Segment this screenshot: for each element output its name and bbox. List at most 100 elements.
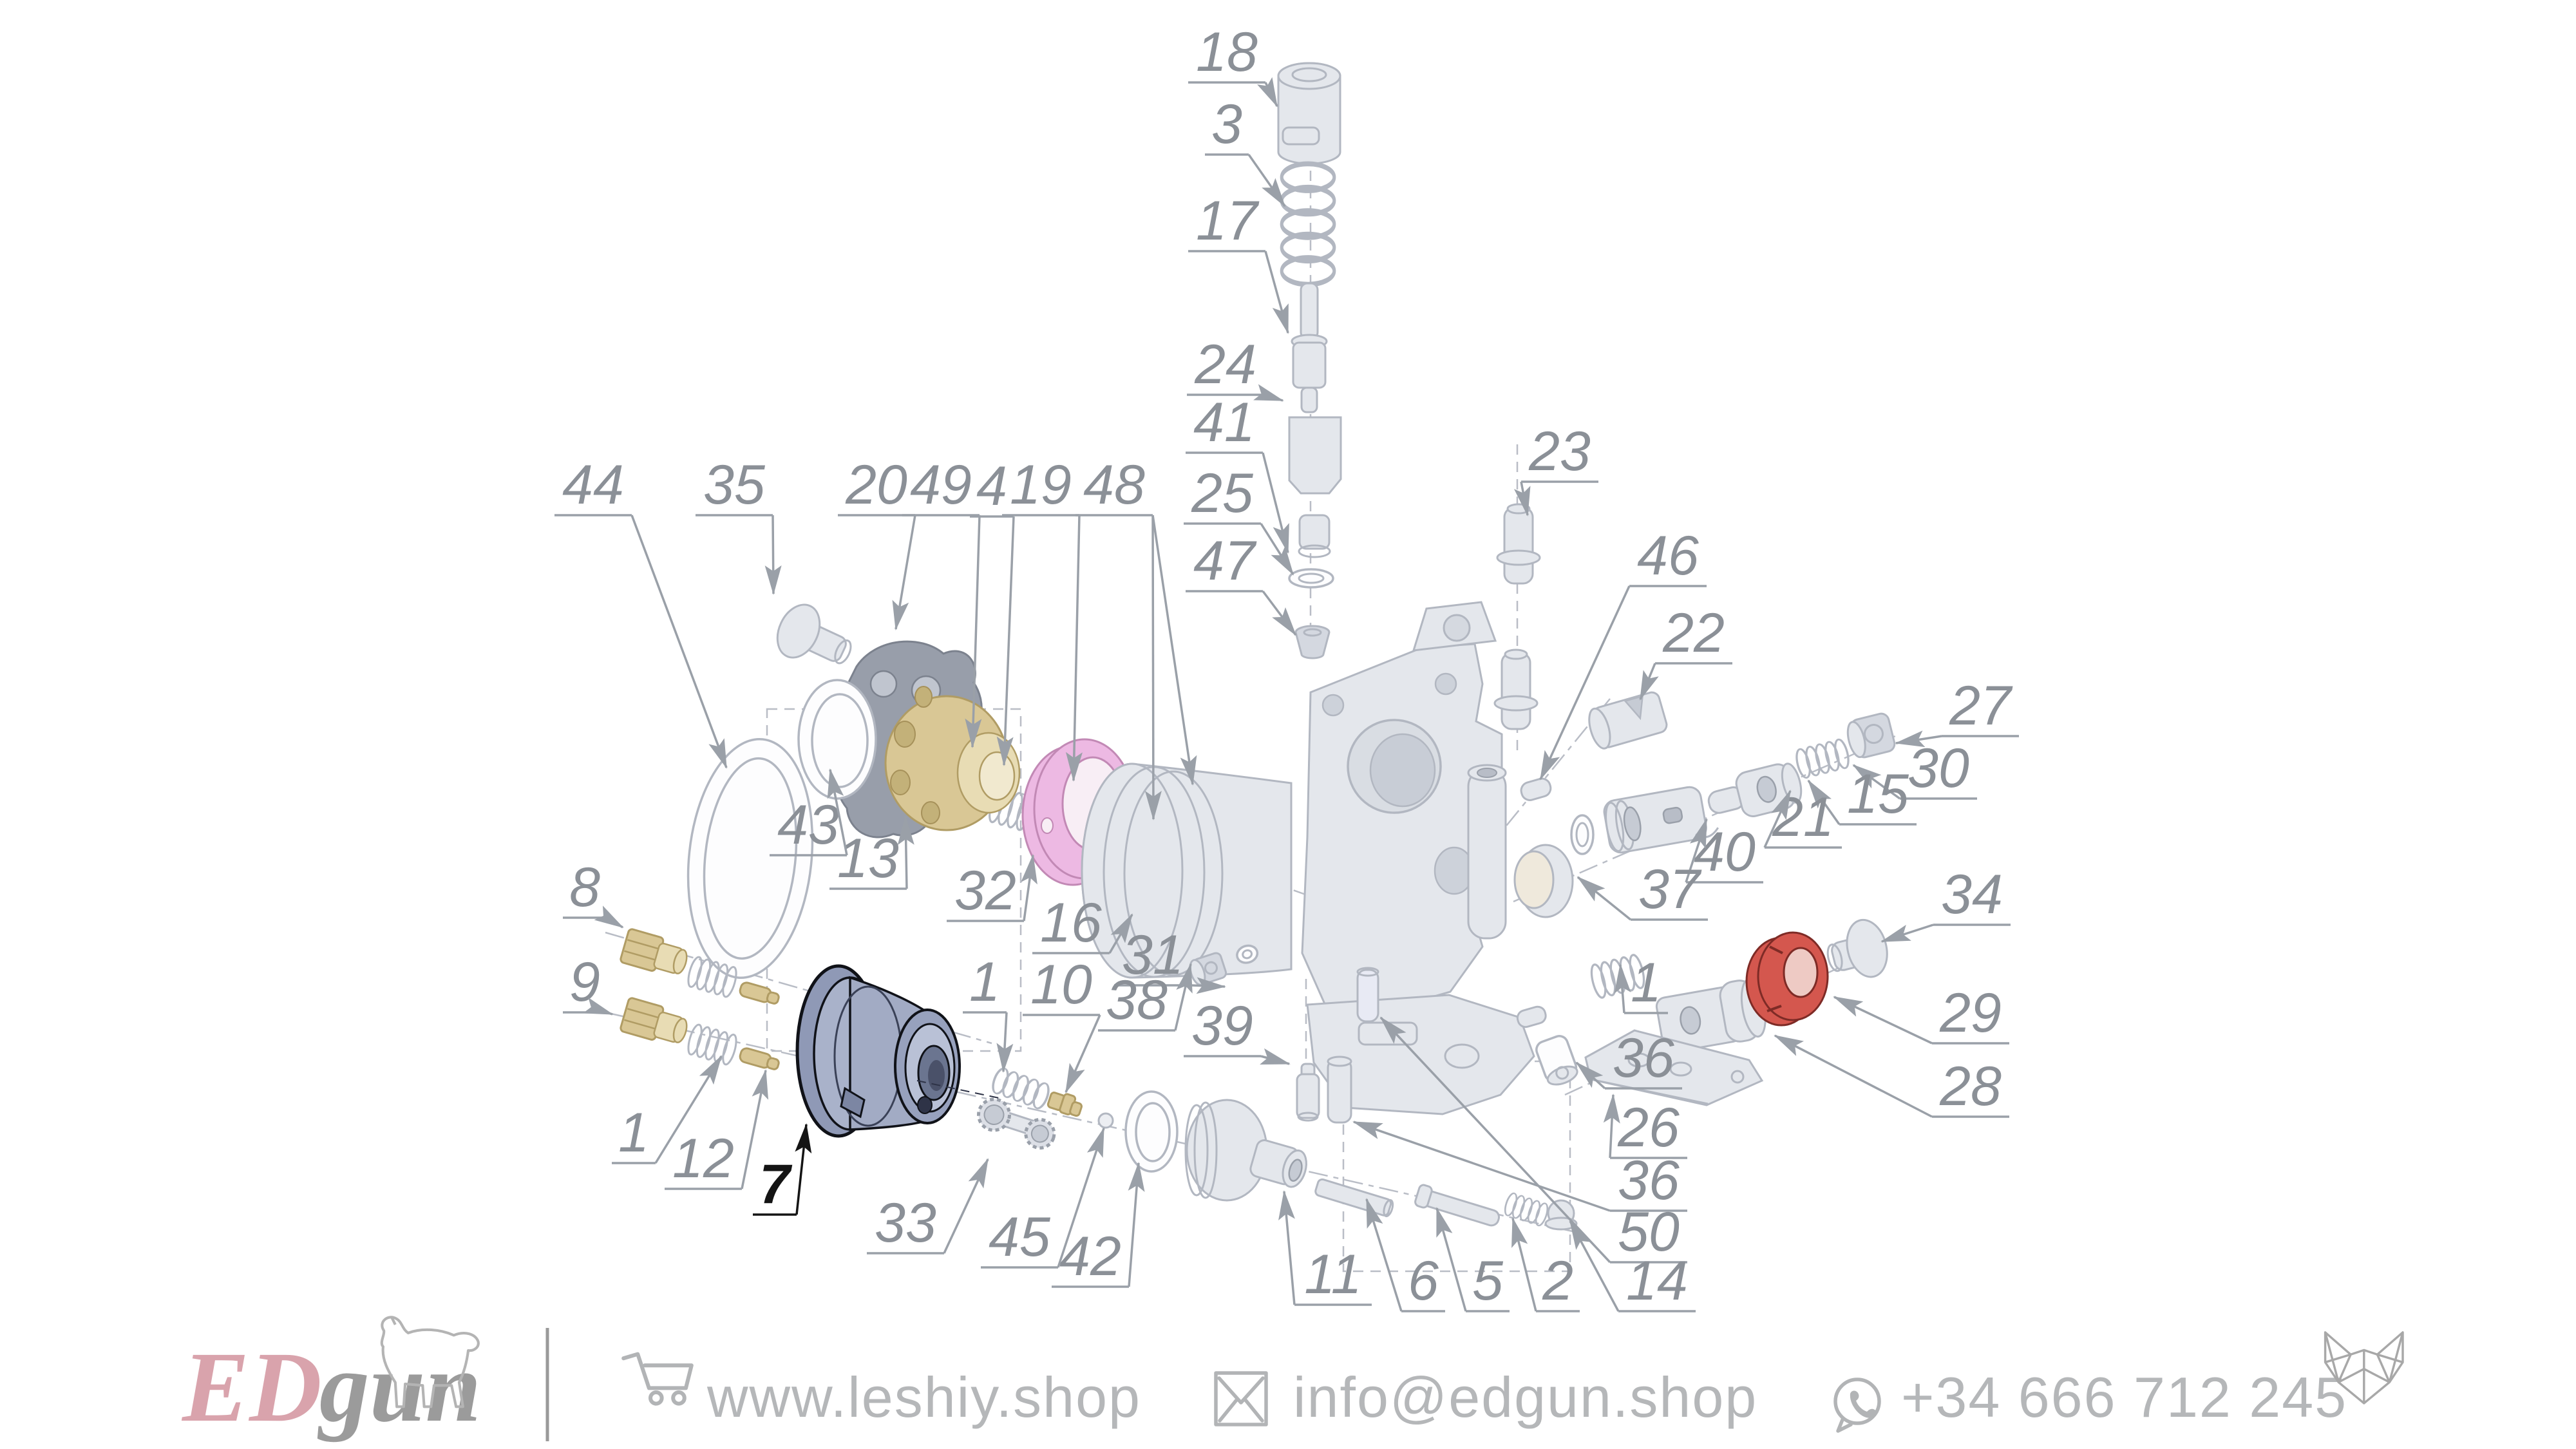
- svg-text:32: 32: [954, 860, 1016, 922]
- svg-text:11: 11: [1304, 1244, 1361, 1305]
- website-link[interactable]: www.leshiy.shop: [706, 1365, 1141, 1429]
- part-label-38: 38: [1098, 963, 1193, 1032]
- svg-text:36: 36: [1618, 1150, 1680, 1211]
- part-label-1: 1: [612, 1055, 723, 1164]
- part-label-23: 23: [1513, 421, 1598, 516]
- part-label-44: 44: [554, 454, 728, 769]
- svg-text:28: 28: [1939, 1056, 2002, 1117]
- part-label-5: 5: [1435, 1207, 1510, 1312]
- svg-text:25: 25: [1191, 462, 1254, 524]
- svg-text:8: 8: [569, 857, 600, 918]
- svg-text:12: 12: [672, 1128, 734, 1189]
- svg-text:15: 15: [1847, 763, 1909, 825]
- part-14-dome-nut: [1544, 1199, 1578, 1231]
- part-label-16: 16: [1032, 892, 1133, 954]
- footer: EDgun www.leshiy.shop info@edgun.shop +3…: [181, 1316, 2404, 1443]
- svg-text:31: 31: [1122, 924, 1184, 986]
- part-44-large-o-ring: [687, 738, 814, 979]
- phone-number[interactable]: +34 666 712 245: [1901, 1365, 2347, 1429]
- part-47-valve-seat: [1294, 625, 1331, 659]
- part-label-17: 17: [1188, 190, 1289, 334]
- svg-text:5: 5: [1472, 1250, 1504, 1312]
- part-11-bell-housing: [1184, 1099, 1307, 1202]
- svg-text:45: 45: [989, 1206, 1051, 1268]
- svg-text:35: 35: [703, 454, 766, 516]
- part-label-12: 12: [665, 1069, 769, 1190]
- part-5-rod: [1414, 1184, 1501, 1227]
- part-6-rod: [1314, 1178, 1394, 1218]
- svg-text:9: 9: [569, 951, 600, 1013]
- svg-text:36: 36: [1613, 1027, 1674, 1089]
- part-label-42: 42: [1052, 1162, 1145, 1288]
- part-label-8: 8: [563, 857, 624, 929]
- part-label-48: 48: [1075, 454, 1197, 820]
- svg-text:13: 13: [837, 828, 899, 889]
- part-label-18: 18: [1188, 21, 1278, 108]
- part-15-spring: [1793, 737, 1852, 781]
- part-label-25: 25: [1184, 462, 1294, 576]
- part-label-31: 31: [1114, 924, 1226, 994]
- part-12-brass-tip: [739, 981, 780, 1005]
- svg-text:42: 42: [1059, 1226, 1121, 1287]
- part-label-26: 26: [1603, 1094, 1687, 1159]
- part-label-4: 4: [970, 455, 1015, 766]
- svg-text:26: 26: [1617, 1097, 1680, 1159]
- part-label-7: 7: [753, 1123, 812, 1216]
- svg-text:33: 33: [875, 1192, 936, 1254]
- part-label-10: 10: [1023, 954, 1101, 1094]
- part-label-43: 43: [770, 768, 848, 857]
- part-label-13: 13: [829, 815, 914, 890]
- part-label-49: 49: [902, 454, 982, 748]
- brand-gun: gun: [317, 1331, 482, 1443]
- part-label-1: 1: [963, 951, 1014, 1073]
- svg-text:17: 17: [1196, 190, 1260, 252]
- part-33-adjuster-screw: [976, 1097, 1056, 1150]
- part-label-33: 33: [867, 1158, 989, 1255]
- part-41-guide-block: [1288, 416, 1342, 558]
- svg-text:39: 39: [1191, 995, 1253, 1057]
- part-label-30: 30: [1852, 737, 1977, 800]
- part-37-plug: [1513, 844, 1574, 918]
- part-3-hammer-spring: [1282, 164, 1334, 284]
- svg-text:30: 30: [1908, 737, 1969, 799]
- part-31-receiver-body: [1301, 601, 1535, 1115]
- dog-silhouette-icon: [380, 1316, 480, 1408]
- part-label-36: 36: [1575, 1027, 1682, 1090]
- part-label-1: 1: [1614, 952, 1668, 1014]
- part-7-moderator-adapter-highlighted: [795, 964, 1003, 1138]
- part-23-pins: [1493, 503, 1541, 730]
- part-38-screw-washer: [1189, 944, 1259, 986]
- part-label-20: 20: [838, 454, 916, 630]
- svg-text:38: 38: [1106, 969, 1168, 1031]
- svg-text:2: 2: [1542, 1250, 1573, 1312]
- svg-text:24: 24: [1194, 334, 1256, 395]
- part-label-39: 39: [1184, 995, 1291, 1065]
- part-9-spring: [685, 1022, 740, 1067]
- svg-text:18: 18: [1196, 21, 1258, 83]
- part-label-3: 3: [1205, 93, 1286, 207]
- part-39-plug-pin: [1296, 1063, 1320, 1122]
- part-label-11: 11: [1278, 1190, 1372, 1306]
- part-22-valve-plug: [1588, 691, 1668, 750]
- brand-ed: ED: [181, 1331, 322, 1443]
- svg-text:46: 46: [1637, 525, 1699, 587]
- svg-text:21: 21: [1772, 786, 1834, 848]
- part-label-9: 9: [563, 951, 614, 1016]
- part-label-27: 27: [1895, 675, 2019, 748]
- svg-text:29: 29: [1939, 982, 2002, 1044]
- part-8-brass-fitting: [620, 928, 688, 974]
- svg-text:44: 44: [562, 454, 624, 516]
- svg-text:41: 41: [1193, 392, 1255, 453]
- part-46-pin: [1520, 777, 1552, 801]
- brand-logo: EDgun: [181, 1331, 481, 1443]
- cart-icon: [621, 1352, 694, 1406]
- svg-text:49: 49: [910, 454, 972, 516]
- part-label-22: 22: [1639, 602, 1732, 701]
- svg-text:7: 7: [759, 1153, 793, 1215]
- part-label-35: 35: [696, 454, 782, 595]
- email-link[interactable]: info@edgun.shop: [1293, 1365, 1757, 1429]
- part-17-valve-stem: [1291, 282, 1328, 413]
- part-27-cap-nut: [1846, 712, 1896, 759]
- part-35-bushing: [776, 603, 852, 665]
